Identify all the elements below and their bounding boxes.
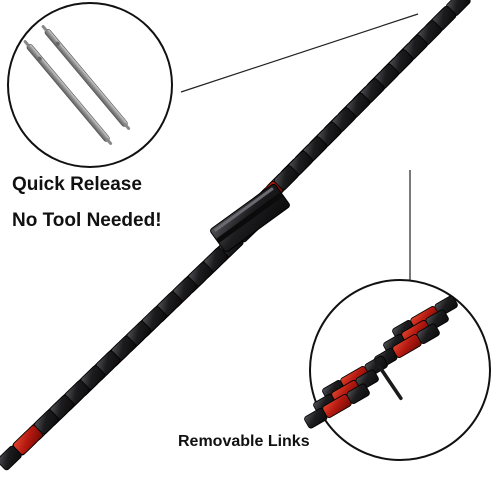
caption-no-tool-needed: No Tool Needed! — [12, 210, 162, 231]
spring-bar-detail-circle — [7, 2, 173, 168]
caption-quick-release: Quick Release — [12, 174, 142, 195]
spring-bar-pin-icon — [23, 40, 113, 145]
watch-link-icon — [374, 295, 458, 369]
watch-band — [0, 0, 471, 471]
removable-links-detail-circle — [304, 279, 491, 461]
spring-bar-pin-icon — [41, 25, 131, 130]
link-pin-icon — [374, 359, 403, 401]
caption-removable-links: Removable Links — [178, 433, 310, 450]
band-link — [0, 409, 59, 471]
band-link — [304, 383, 370, 429]
callout-line-top — [180, 13, 419, 93]
butterfly-clasp — [210, 183, 290, 253]
clasp-hinge — [215, 192, 284, 244]
watch-link-icon — [304, 355, 388, 429]
clasp-edge-highlight — [213, 187, 274, 232]
callout-lines — [180, 13, 419, 285]
